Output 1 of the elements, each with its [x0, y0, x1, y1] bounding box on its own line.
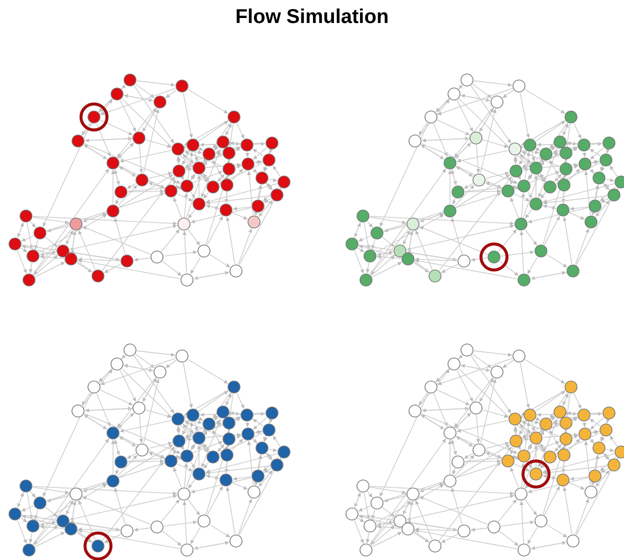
title: Flow Simulation	[235, 6, 389, 29]
